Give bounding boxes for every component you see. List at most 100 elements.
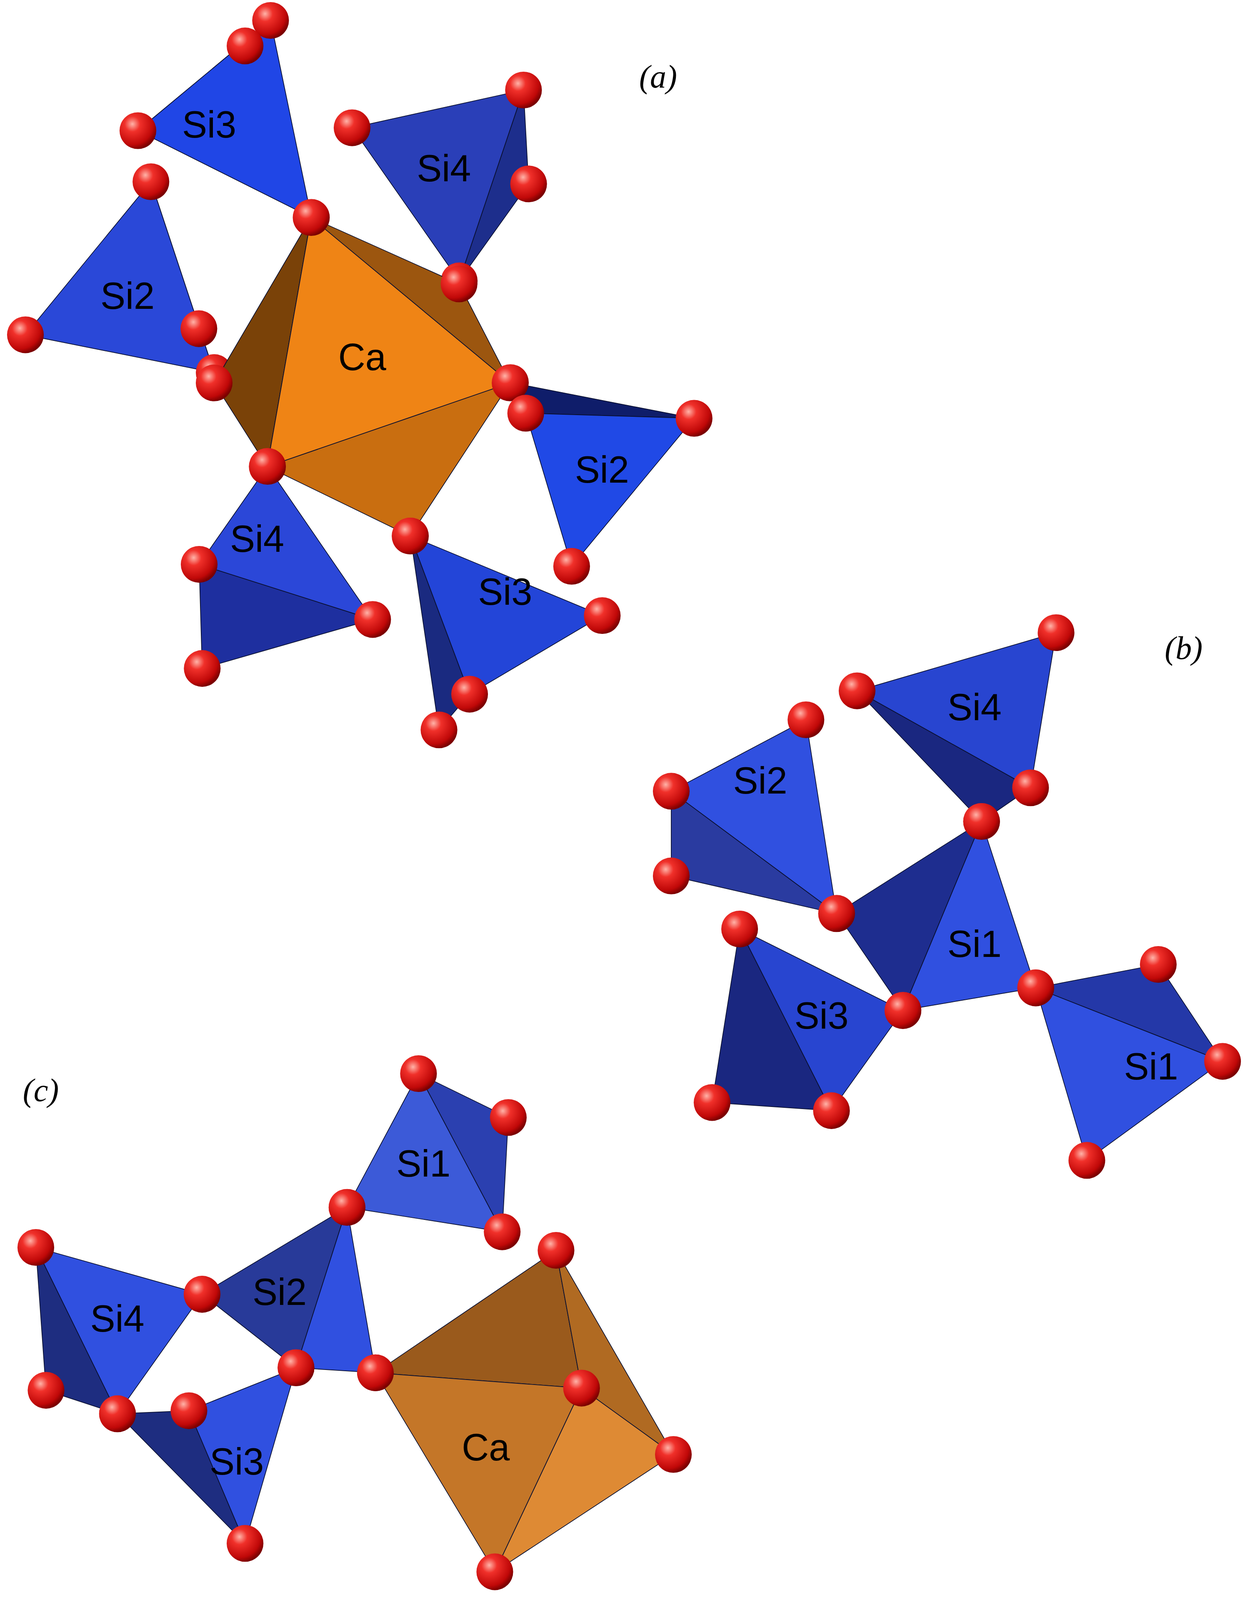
oxygen-atom	[721, 910, 758, 947]
oxygen-atom	[440, 265, 478, 303]
oxygen-atom	[226, 27, 264, 65]
oxygen-atom	[277, 1349, 315, 1386]
oxygen-atom	[170, 1391, 208, 1429]
oxygen-atom	[675, 400, 713, 437]
oxygen-atom	[1037, 614, 1075, 651]
polyhedron-shape	[355, 1229, 694, 1592]
oxygen-atom	[292, 199, 330, 236]
oxygen-atom	[1012, 769, 1049, 807]
atom-label: Si3	[477, 572, 533, 611]
oxygen-atom	[838, 672, 876, 710]
oxygen-atom	[400, 1055, 437, 1092]
oxygen-atom	[476, 1552, 514, 1590]
oxygen-atom	[328, 1188, 366, 1226]
oxygen-atom	[884, 991, 922, 1029]
oxygen-atom	[813, 1091, 850, 1129]
oxygen-atom	[1140, 945, 1177, 983]
tetrahedron: Si3	[390, 515, 623, 750]
atom-label: Si2	[575, 450, 630, 489]
atom-label: Si2	[100, 277, 155, 315]
oxygen-atom	[583, 597, 621, 634]
polyhedron-face	[375, 1372, 582, 1572]
atom-label: Ca	[338, 338, 387, 376]
oxygen-atom	[195, 364, 233, 401]
octahedron: Ca	[355, 1229, 694, 1592]
oxygen-atom	[507, 395, 544, 432]
polyhedron-shape	[97, 1347, 317, 1564]
atom-label: Si4	[90, 1299, 145, 1338]
oxygen-atom	[655, 1435, 692, 1473]
polyhedron-shape	[836, 612, 1077, 842]
polyhedron-face	[199, 466, 373, 620]
oxygen-atom	[450, 675, 488, 713]
oxygen-atom	[510, 165, 547, 203]
atom-label: Si2	[732, 761, 788, 800]
oxygen-atom	[249, 447, 286, 485]
atom-label: Si4	[947, 688, 1002, 726]
polyhedron-shape	[390, 515, 623, 750]
oxygen-atom	[963, 802, 1000, 840]
polyhedron-face	[902, 821, 1036, 1010]
atom-label: Si2	[252, 1272, 307, 1311]
oxygen-atom	[537, 1231, 575, 1269]
panel-label: (c)	[22, 1073, 60, 1107]
oxygen-atom	[391, 517, 429, 555]
oxygen-atom	[354, 600, 391, 638]
atom-label: Si4	[416, 149, 471, 188]
oxygen-atom	[7, 316, 44, 353]
polyhedron-face	[347, 1073, 503, 1232]
polyhedron-face	[267, 217, 511, 467]
polyhedron-face	[740, 928, 904, 1111]
oxygen-atom	[693, 1083, 731, 1121]
atom-label: Si1	[396, 1144, 451, 1183]
oxygen-atom	[490, 1099, 527, 1136]
oxygen-atom	[483, 1213, 521, 1250]
oxygen-atom	[277, 1349, 315, 1386]
tetrahedron: Si2	[5, 161, 235, 393]
oxygen-atom	[226, 1524, 264, 1562]
atom-label: Si3	[794, 996, 849, 1035]
polyhedron-face	[410, 535, 602, 695]
oxygen-atom	[180, 310, 218, 347]
oxygen-atom	[99, 1395, 136, 1432]
oxygen-atom	[132, 163, 170, 200]
oxygen-atom	[328, 1188, 366, 1226]
tetrahedron: Si4	[836, 612, 1077, 842]
atom-label: Ca	[461, 1428, 510, 1466]
tetrahedron: Si3	[97, 1347, 317, 1564]
tetrahedron: Si1	[1015, 943, 1243, 1181]
tetrahedron: Si2	[490, 362, 715, 587]
atom-label: Si4	[230, 520, 285, 558]
oxygen-atom	[99, 1395, 136, 1432]
oxygen-atom	[1017, 969, 1055, 1007]
oxygen-atom	[1068, 1141, 1105, 1179]
panel-label: (b)	[1164, 631, 1203, 665]
oxygen-atom	[180, 545, 218, 583]
oxygen-atom	[787, 700, 825, 738]
oxygen-atom	[884, 991, 922, 1029]
oxygen-atom	[333, 109, 371, 146]
oxygen-atom	[357, 1354, 394, 1391]
oxygen-atom	[183, 1275, 221, 1313]
oxygen-atom	[249, 447, 286, 485]
polyhedron-face	[25, 181, 215, 373]
panel-label: (a)	[639, 60, 678, 93]
oxygen-atom	[183, 1275, 221, 1313]
polyhedron-face	[295, 1207, 376, 1373]
oxygen-atom	[505, 71, 542, 108]
polyhedron-face	[671, 719, 837, 914]
oxygen-atom	[391, 517, 429, 555]
tetrahedron: Si4	[178, 445, 393, 689]
oxygen-atom	[818, 895, 855, 932]
oxygen-atom	[1017, 969, 1055, 1007]
polyhedron-face	[188, 1367, 296, 1543]
oxygen-atom	[17, 1228, 55, 1266]
oxygen-atom	[119, 112, 157, 149]
oxygen-atom	[652, 857, 690, 894]
polyhedron-face	[857, 632, 1057, 788]
oxygen-atom	[1204, 1042, 1241, 1080]
oxygen-atom	[552, 547, 590, 585]
polyhedron-shape	[178, 445, 393, 689]
tetrahedron: Si3	[691, 908, 924, 1131]
oxygen-atom	[357, 1354, 394, 1391]
